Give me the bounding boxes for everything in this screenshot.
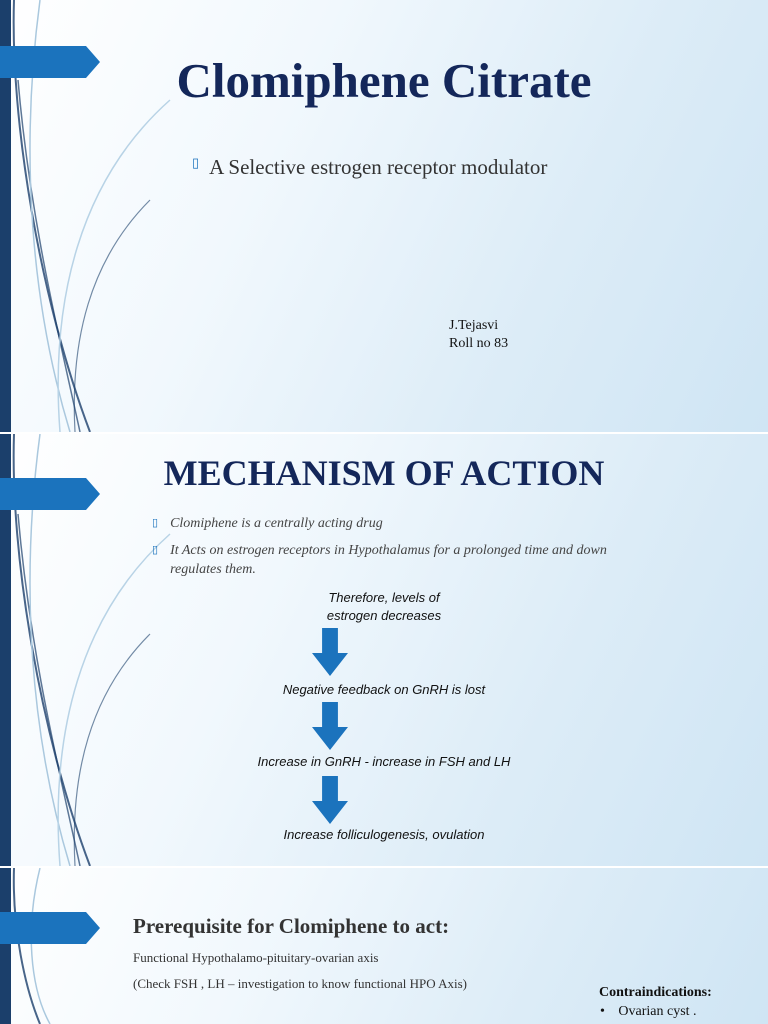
author-roll: Roll no 83 — [449, 336, 509, 351]
flow-step-1a: Therefore, levels of — [328, 590, 440, 605]
bullet-text: Clomiphene is a centrally acting drug — [170, 516, 383, 531]
contraindication-text: Ovarian cyst . — [618, 1004, 697, 1019]
flow-step-3: Increase in GnRH - increase in FSH and L… — [257, 754, 511, 769]
arrow-tab — [0, 912, 100, 944]
subtitle: ▯ A Selective estrogen receptor modulato… — [192, 155, 547, 180]
subtitle-text: A Selective estrogen receptor modulator — [209, 155, 548, 179]
decorative-swirl — [12, 868, 51, 1024]
prerequisite-line-1: Functional Hypothalamo-pituitary-ovarian… — [133, 950, 379, 965]
mechanism-bullets: ▯ Clomiphene is a centrally acting drug … — [152, 514, 632, 587]
left-accent-bar — [0, 868, 11, 1024]
slide-mechanism: MECHANISM OF ACTION ▯ Clomiphene is a ce… — [0, 434, 768, 866]
author-block: J.Tejasvi Roll no 83 — [449, 317, 508, 353]
bullet-icon: ▯ — [152, 544, 159, 556]
slide-prerequisite: Prerequisite for Clomiphene to act: Func… — [0, 868, 768, 1024]
bullet-text: It Acts on estrogen receptors in Hypotha… — [170, 543, 607, 577]
prerequisite-title: Prerequisite for Clomiphene to act: — [133, 914, 450, 938]
list-item: ▯ It Acts on estrogen receptors in Hypot… — [152, 541, 632, 579]
left-accent-bar — [0, 0, 11, 432]
bullet-icon: ▯ — [192, 154, 200, 170]
bullet-dot-icon: • — [600, 1004, 605, 1019]
list-item: ▯ Clomiphene is a centrally acting drug — [152, 514, 632, 533]
prerequisite-line-2: (Check FSH , LH – investigation to know … — [133, 976, 468, 991]
flow-step-1b: estrogen decreases — [326, 608, 442, 623]
arrow-tab — [0, 478, 100, 510]
down-arrow-icon — [312, 776, 348, 824]
slide-title-text: Clomiphene Citrate — [176, 53, 592, 108]
arrow-tab — [0, 46, 100, 78]
slide-title: Clomiphene Citrate ▯ A Selective estroge… — [0, 0, 768, 432]
mechanism-title: MECHANISM OF ACTION — [163, 453, 605, 493]
flow-step-4: Increase folliculogenesis, ovulation — [283, 827, 485, 842]
contraindications-heading: Contraindications: — [599, 985, 712, 1000]
author-name: J.Tejasvi — [449, 318, 499, 333]
down-arrow-icon — [312, 628, 348, 676]
flow-step-2: Negative feedback on GnRH is lost — [282, 682, 486, 697]
bullet-icon: ▯ — [152, 517, 159, 529]
list-item: • Ovarian cyst . — [600, 1004, 697, 1020]
down-arrow-icon — [312, 702, 348, 750]
left-accent-bar — [0, 434, 11, 866]
